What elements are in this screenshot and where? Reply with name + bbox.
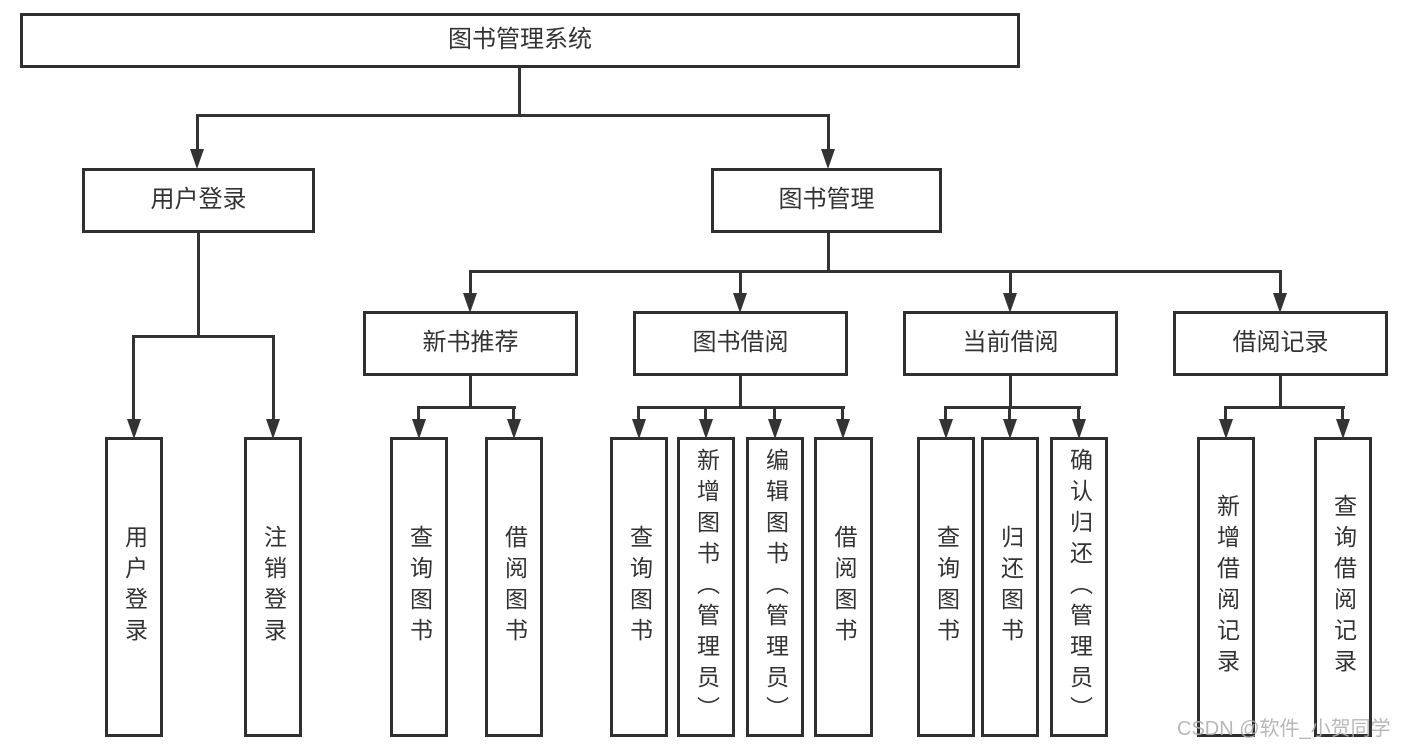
- leaf-user-login: 用户登录: [105, 437, 163, 737]
- connector-to-leaf-borrow-1: [512, 406, 515, 420]
- connector-to-current-borrow: [1009, 270, 1012, 293]
- arrow-to-new-book: [463, 293, 477, 313]
- connector-to-leaf-add-record: [1224, 406, 1227, 420]
- arrow-to-leaf-add-book: [699, 419, 713, 439]
- connector-to-leaf-confirm-return: [1077, 406, 1080, 420]
- connector-to-leaf-logout: [272, 335, 275, 419]
- leaf-return-book: 归还图书: [981, 437, 1039, 737]
- arrow-to-leaf-borrow-2: [836, 419, 850, 439]
- connector-book-borrow-split: [637, 406, 845, 409]
- leaf-query-books-1: 查询图书: [390, 437, 448, 737]
- connector-borrow-records-drop: [1279, 376, 1282, 408]
- connector-to-leaf-query-3: [944, 406, 947, 420]
- arrow-to-borrow-records: [1273, 293, 1287, 313]
- node-library-management-system: 图书管理系统: [20, 13, 1020, 68]
- connector-to-leaf-query-1: [417, 406, 420, 420]
- arrow-to-book-borrow: [733, 293, 747, 313]
- connector-to-book-management: [827, 114, 830, 150]
- connector-root-drop: [518, 68, 521, 116]
- node-book-management: 图书管理: [711, 168, 942, 233]
- leaf-borrow-books-2: 借阅图书: [814, 437, 873, 737]
- arrow-to-leaf-edit-book: [768, 419, 782, 439]
- leaf-query-books-3: 查询图书: [917, 437, 975, 737]
- connector-to-new-book: [469, 270, 472, 293]
- arrow-to-leaf-add-record: [1219, 419, 1233, 439]
- connector-book-management-drop: [827, 233, 830, 273]
- arrow-to-leaf-borrow-1: [507, 419, 521, 439]
- arrow-to-current-borrow: [1003, 293, 1017, 313]
- leaf-edit-book-admin: 编辑图书（管理员）: [746, 437, 804, 737]
- connector-to-leaf-return-book: [1008, 406, 1011, 420]
- arrow-to-leaf-user-login: [127, 419, 141, 439]
- leaf-query-borrow-record: 查询借阅记录: [1314, 437, 1372, 737]
- arrow-to-leaf-query-2: [632, 419, 646, 439]
- connector-user-login-drop: [197, 233, 200, 337]
- connector-user-login-split: [132, 335, 274, 338]
- connector-current-borrow-split: [944, 406, 1081, 409]
- connector-book-borrow-drop: [739, 376, 742, 408]
- arrow-to-leaf-query-record: [1336, 419, 1350, 439]
- node-borrow-records: 借阅记录: [1173, 311, 1388, 376]
- connector-to-leaf-query-2: [637, 406, 640, 420]
- connector-to-user-login: [196, 114, 199, 150]
- arrow-to-leaf-return-book: [1003, 419, 1017, 439]
- node-book-borrow: 图书借阅: [633, 311, 848, 376]
- arrow-to-user-login: [190, 149, 204, 169]
- arrow-to-leaf-query-3: [939, 419, 953, 439]
- connector-current-borrow-drop: [1009, 376, 1012, 408]
- leaf-add-book-admin: 新增图书（管理员）: [677, 437, 735, 737]
- arrow-to-book-management: [821, 149, 835, 169]
- leaf-add-borrow-record: 新增借阅记录: [1197, 437, 1255, 737]
- connector-to-leaf-edit-book: [773, 406, 776, 420]
- connector-borrow-records-split: [1224, 406, 1345, 409]
- csdn-watermark: CSDN @软件_小贺同学: [1177, 718, 1391, 740]
- connector-new-book-drop: [469, 376, 472, 408]
- leaf-confirm-return-admin: 确认归还（管理员）: [1050, 437, 1108, 737]
- node-current-borrow: 当前借阅: [903, 311, 1118, 376]
- connector-to-book-borrow: [739, 270, 742, 293]
- arrow-to-leaf-confirm-return: [1072, 419, 1086, 439]
- connector-level2-split: [469, 270, 1282, 273]
- connector-to-leaf-user-login: [132, 335, 135, 419]
- connector-new-book-split: [417, 406, 516, 409]
- arrow-to-leaf-query-1: [412, 419, 426, 439]
- connector-to-leaf-add-book: [704, 406, 707, 420]
- arrow-to-leaf-logout: [266, 419, 280, 439]
- node-new-book-recommend: 新书推荐: [363, 311, 578, 376]
- connector-to-leaf-query-record: [1341, 406, 1344, 420]
- leaf-query-books-2: 查询图书: [610, 437, 668, 737]
- leaf-logout: 注销登录: [244, 437, 302, 737]
- connector-level1-split: [197, 114, 830, 117]
- leaf-borrow-books-1: 借阅图书: [485, 437, 543, 737]
- connector-to-leaf-borrow-2: [841, 406, 844, 420]
- node-user-login: 用户登录: [82, 168, 315, 233]
- connector-to-borrow-records: [1279, 270, 1282, 293]
